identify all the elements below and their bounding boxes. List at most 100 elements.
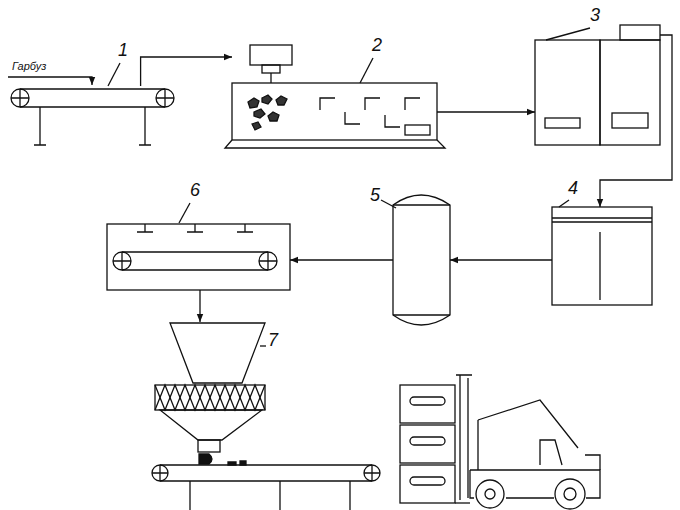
cutting-machine	[620, 25, 660, 40]
forklift	[540, 440, 562, 465]
belt-conveyor	[34, 107, 151, 145]
output-conveyor	[152, 465, 168, 481]
output-conveyor	[364, 465, 380, 481]
vessel	[393, 195, 450, 325]
forklift	[410, 477, 445, 485]
conveyor-dryer	[113, 252, 131, 270]
screw-hopper	[170, 323, 265, 383]
forklift	[455, 502, 470, 503]
belt-conveyor	[11, 89, 29, 107]
leader-line	[260, 345, 266, 346]
callout-number: 5	[370, 185, 380, 206]
washing-machine	[250, 45, 292, 65]
washing-machine	[225, 140, 445, 148]
belt-conveyor	[11, 89, 174, 145]
belt-conveyor	[156, 89, 174, 107]
flow-arrow	[141, 57, 232, 86]
washing-machine	[262, 65, 280, 73]
leader-line	[559, 200, 569, 207]
screw-hopper	[155, 385, 265, 410]
cutting-machine	[545, 118, 580, 128]
output-conveyor	[364, 465, 380, 481]
flow-arrow	[437, 111, 535, 112]
forklift	[410, 397, 445, 405]
washing-machine	[405, 125, 430, 135]
leader-line	[108, 28, 590, 346]
output-conveyor	[152, 454, 380, 510]
output-conveyor	[152, 465, 168, 481]
conveyor-dryer	[259, 252, 277, 270]
washing-machine	[320, 98, 420, 110]
vessel	[393, 205, 450, 315]
screw-hopper	[155, 323, 265, 452]
forklift	[564, 488, 576, 500]
machine-node: 4	[552, 207, 652, 305]
forklift	[400, 385, 455, 423]
machine-node: 2	[232, 43, 437, 148]
cutting-machine	[612, 113, 648, 128]
forklift	[485, 489, 495, 499]
output-conveyor	[160, 465, 372, 481]
forklift	[400, 425, 455, 463]
machine-node: 5	[393, 190, 450, 330]
callout-number: 1	[118, 40, 128, 61]
output-conveyor	[199, 454, 212, 464]
forklift	[555, 479, 585, 509]
blancher-box	[552, 207, 652, 305]
forklift	[400, 465, 455, 503]
vessel	[393, 195, 450, 325]
belt-conveyor	[11, 89, 29, 107]
leader-line	[108, 63, 120, 86]
leader-line	[546, 28, 590, 40]
conveyor-dryer	[107, 224, 290, 290]
forklift	[400, 375, 600, 509]
screw-hopper	[155, 385, 265, 410]
washing-machine	[248, 95, 287, 130]
leader-line	[381, 200, 396, 208]
callout-number: 6	[190, 180, 200, 201]
washing-machine	[345, 112, 400, 127]
flow-arrow	[450, 259, 552, 260]
callout-number: 7	[268, 330, 278, 351]
cutting-machine	[535, 25, 660, 145]
callout-number: 3	[590, 5, 600, 26]
leader-line	[360, 58, 373, 83]
conveyor-dryer	[122, 252, 268, 270]
forklift	[478, 400, 578, 448]
input-arrow	[8, 77, 92, 85]
leader-line	[179, 203, 190, 223]
machine-node: 1	[8, 86, 178, 110]
cutting-machine	[535, 40, 600, 145]
machine-node: 6	[107, 224, 290, 290]
belt-conveyor	[156, 89, 174, 107]
flow-arrow	[600, 35, 672, 207]
cutting-machine	[600, 40, 660, 145]
screw-hopper	[155, 385, 265, 410]
input-arrow	[8, 77, 92, 85]
callout-number: 2	[372, 35, 382, 56]
flow-arrow	[199, 290, 200, 322]
forklift	[410, 437, 445, 445]
output-conveyor	[190, 481, 350, 510]
machine-node: 3	[535, 25, 660, 145]
forklift	[476, 480, 504, 508]
conveyor-dryer	[113, 252, 131, 270]
screw-hopper	[198, 440, 220, 452]
conveyor-dryer	[259, 252, 277, 270]
input-label: Гарбуз	[12, 60, 46, 73]
washing-machine	[270, 73, 271, 83]
forklift	[470, 420, 600, 498]
conveyor-dryer	[137, 224, 253, 232]
conveyor-dryer	[107, 224, 290, 290]
screw-hopper	[160, 410, 262, 440]
machine-node: 7	[155, 322, 265, 455]
blancher-box	[552, 218, 652, 300]
belt-conveyor	[20, 89, 165, 107]
washing-machine	[232, 83, 437, 140]
washing-machine	[225, 45, 445, 148]
forklift	[585, 455, 600, 470]
